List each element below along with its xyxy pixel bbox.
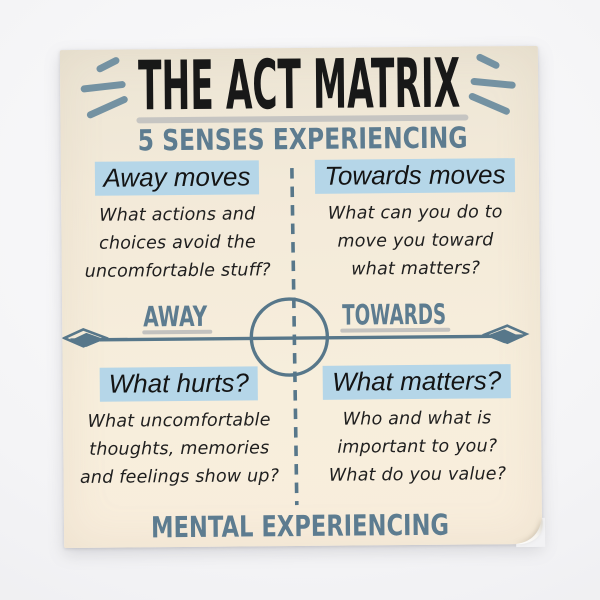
- horizontal-axis-line: [70, 334, 523, 342]
- emphasis-dashes-right-icon: [468, 53, 516, 115]
- quadrant-top-left: Away moves What actions and choices avoi…: [67, 160, 288, 286]
- quadrant-top-left-body: What actions and choices avoid the uncom…: [84, 204, 271, 282]
- axis-underline-away: [142, 329, 213, 335]
- top-axis-label: 5 SENSES EXPERIENCING: [137, 123, 467, 158]
- page-curl-cutout: [516, 517, 546, 548]
- page-curl-fold: [516, 517, 543, 545]
- quadrant-bottom-left-body: What uncomfortable thoughts, memories an…: [79, 410, 280, 488]
- vertical-dashed-axis: [290, 168, 299, 506]
- poster-title-text: THE ACT MATRIX: [138, 49, 461, 118]
- quadrant-top-left-heading: Away moves: [94, 160, 260, 196]
- quadrant-top-right: Towards moves What can you do to move yo…: [303, 158, 528, 284]
- quadrant-top-right-body: What can you do to move you toward what …: [327, 202, 503, 280]
- quadrant-bottom-right: What matters? Who and what is important …: [305, 364, 530, 490]
- quadrant-top-right-heading: Towards moves: [315, 158, 515, 194]
- quadrant-bottom-left: What hurts? What uncomfortable thoughts,…: [69, 366, 290, 492]
- left-arrow-diamond-icon: [61, 327, 109, 348]
- center-circle: [249, 297, 330, 377]
- top-axis-label-text: 5 SENSES EXPERIENCING: [137, 123, 467, 158]
- page-curl: [516, 517, 546, 548]
- emphasis-dashes-left-icon: [80, 57, 128, 119]
- quadrant-bottom-left-heading: What hurts?: [99, 366, 258, 402]
- quadrant-bottom-right-body: Who and what is important to you? What d…: [328, 408, 507, 486]
- quadrant-bottom-right-heading: What matters?: [323, 364, 511, 400]
- axis-underline-towards: [340, 327, 451, 333]
- bottom-axis-label-text: MENTAL EXPERIENCING: [151, 509, 449, 545]
- right-arrow-diamond-icon: [481, 324, 530, 345]
- poster-title: THE ACT MATRIX: [138, 49, 461, 118]
- act-matrix-poster: THE ACT MATRIX 5 SENSES EXPERIENCING Awa…: [59, 45, 546, 549]
- left-axis-label: AWAY: [143, 300, 208, 334]
- bottom-axis-label: MENTAL EXPERIENCING: [151, 509, 449, 545]
- right-axis-label: TOWARDS: [342, 298, 446, 332]
